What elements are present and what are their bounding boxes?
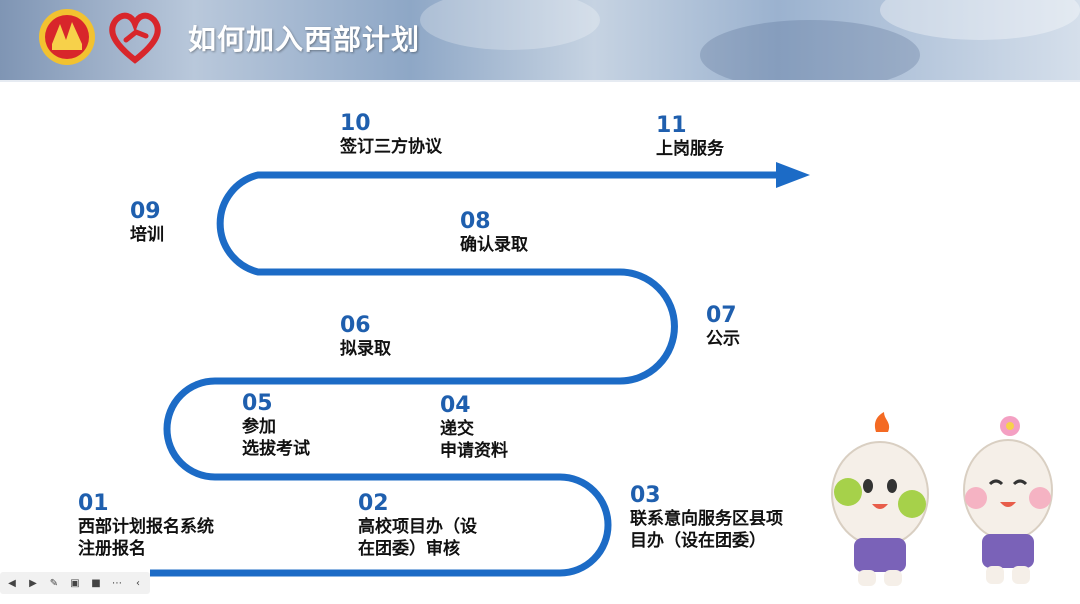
step-10: 10 签订三方协议 [340,112,442,158]
step-number: 02 [358,491,389,516]
step-number: 09 [130,199,161,224]
step-number: 01 [78,491,109,516]
header-divider [0,80,1080,82]
step-number: 04 [440,393,471,418]
step-label: 上岗服务 [656,139,724,159]
step-number: 08 [460,209,491,234]
step-label: 拟录取 [340,339,391,359]
youth-league-emblem-icon [39,9,95,65]
volunteer-heart-icon [109,12,161,64]
step-label: 公示 [706,329,740,349]
step-number: 07 [706,303,737,328]
step-04: 04 递交 申请资料 [440,394,508,462]
mascot-right [963,416,1053,584]
next-icon[interactable]: ▶ [29,577,37,589]
screen-icon[interactable]: ▣ [70,577,80,589]
header-banner: 如何加入西部计划 [0,0,1080,80]
arrow-head-icon [776,162,810,188]
page-title: 如何加入西部计划 [188,23,421,56]
step-09: 09 培训 [130,200,164,246]
mascot-illustration [831,412,1053,586]
step-label: 培训 [130,225,164,245]
step-number: 05 [242,391,273,416]
step-06: 06 拟录取 [340,314,391,360]
step-label: 高校项目办（设 在团委）审核 [358,517,477,559]
step-number: 11 [656,113,687,138]
prev-icon[interactable]: ◀ [8,577,16,589]
step-01: 01 西部计划报名系统 注册报名 [78,492,214,560]
step-03: 03 联系意向服务区县项 目办（设在团委） [630,484,783,552]
step-label: 西部计划报名系统 注册报名 [78,517,214,559]
mascot-left [831,412,929,586]
step-label: 联系意向服务区县项 目办（设在团委） [630,509,783,551]
step-08: 08 确认录取 [460,210,528,256]
step-label: 签订三方协议 [340,137,442,157]
step-label: 递交 申请资料 [440,419,508,461]
pen-icon[interactable]: ✎ [49,577,59,589]
step-label: 确认录取 [460,235,528,255]
step-07: 07 公示 [706,304,740,350]
step-11: 11 上岗服务 [656,114,724,160]
step-02: 02 高校项目办（设 在团委）审核 [358,492,477,560]
step-label: 参加 选拔考试 [242,417,310,459]
more-icon[interactable]: ⋯ [112,577,122,589]
presentation-toolbar: ◀ ▶ ✎ ▣ ■ ⋯ ‹ [0,572,150,594]
camera-icon[interactable]: ■ [91,577,101,589]
collapse-icon[interactable]: ‹ [136,577,140,589]
step-05: 05 参加 选拔考试 [242,392,310,460]
step-number: 06 [340,313,371,338]
step-number: 03 [630,483,661,508]
step-number: 10 [340,111,371,136]
